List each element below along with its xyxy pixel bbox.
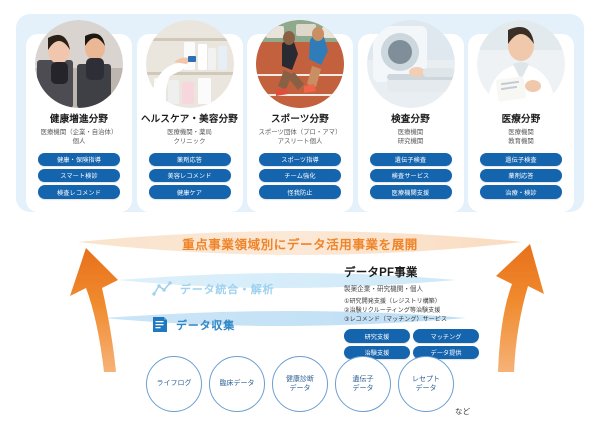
left-upward-arrow xyxy=(70,248,118,372)
patient-entering-ct-scanner-photo xyxy=(366,20,455,108)
card-badge-list: 遺伝子検査 検査サービス 医療機関支援 xyxy=(369,152,452,199)
card-subtitle: 医療機関・薬局 クリニック xyxy=(167,129,212,146)
line-chart-icon xyxy=(152,281,172,296)
business-field-card-list: 健康増進分野 医療機関（企業・自治体） 個人 健康・保険指導 スマート検診 検査… xyxy=(16,14,584,212)
pf-badge-list: 研究支援 マッチング 治験支援 データ提供 xyxy=(344,329,494,360)
business-field-card-health[interactable]: 健康増進分野 医療機関（企業・自治体） 個人 健康・保険指導 スマート検診 検査… xyxy=(26,20,132,212)
card-badge[interactable]: 遺伝子検査 xyxy=(369,152,452,167)
data-source-circle[interactable]: レセプト データ xyxy=(398,356,454,412)
pf-title: データPF事業 xyxy=(344,267,418,279)
data-source-circle-list: ライフログ 臨床データ 健康診断 データ 遺伝子 データ レセプト データ xyxy=(146,356,486,412)
data-source-circle[interactable]: ライフログ xyxy=(146,356,202,412)
layer-label-analyze: データ統合・解析 xyxy=(152,281,274,297)
card-subtitle: スポーツ団体（プロ・アマ） アスリート個人 xyxy=(258,129,342,146)
doctor-in-white-coat-with-clipboard-photo xyxy=(477,20,565,108)
pf-service-item: ②治験リクルーティング等治験支援 xyxy=(344,306,441,314)
card-badge[interactable]: 薬剤応答 xyxy=(480,169,562,183)
hand-reaching-for-supplement-bottle-on-shelf-photo xyxy=(145,20,234,108)
card-badge[interactable]: 健康ケア xyxy=(148,185,231,199)
woman-and-man-on-treadmills-in-gym-photo xyxy=(35,20,123,108)
pf-badge[interactable]: 研究支援 xyxy=(344,329,410,343)
card-badge[interactable]: 医療機関支援 xyxy=(369,185,452,199)
card-badge-list: スポーツ指導 チーム強化 怪我防止 xyxy=(259,152,341,199)
flow-arrows-and-ribbons xyxy=(70,231,544,372)
pf-subtitle: 製薬企業・研究機関・個人 xyxy=(344,286,424,293)
card-badge[interactable]: スマート検診 xyxy=(38,169,120,183)
layer-label-collect-text: データ収集 xyxy=(176,319,235,332)
card-badge[interactable]: 薬剤応答 xyxy=(148,152,231,167)
card-title: 医療分野 xyxy=(501,114,541,125)
layer-label-analyze-text: データ統合・解析 xyxy=(180,284,275,296)
document-list-icon xyxy=(153,317,167,332)
data-source-circle[interactable]: 遺伝子 データ xyxy=(335,356,391,412)
data-pf-business-block: データPF事業 製薬企業・研究機関・個人 ①研究開発支援（レジストリ構築） ②治… xyxy=(344,264,504,360)
right-upward-arrow xyxy=(496,244,544,372)
card-badge[interactable]: 美容レコメンド xyxy=(148,169,231,183)
sprinters-starting-race-on-track-photo xyxy=(256,20,344,108)
emphasis-banner-text: 重点事業領域別にデータ活用事業を展開 xyxy=(182,238,418,252)
card-badge-list: 薬剤応答 美容レコメンド 健康ケア xyxy=(148,152,231,199)
pf-badge[interactable]: データ提供 xyxy=(413,345,479,360)
card-title: 健康増進分野 xyxy=(49,114,109,125)
layer-label-collect: データ収集 xyxy=(152,316,235,333)
card-badge-list: 遺伝子検査 薬剤応答 治療・検診 xyxy=(480,152,562,199)
data-source-circle[interactable]: 臨床データ xyxy=(209,356,265,412)
card-badge[interactable]: 検査レコメンド xyxy=(38,185,120,199)
business-field-card-medical[interactable]: 医療分野 医療機関 教育機関 遺伝子検査 薬剤応答 治療・検診 xyxy=(468,20,574,212)
data-source-circle[interactable]: 健康診断 データ xyxy=(272,356,328,412)
card-subtitle: 医療機関 研究機関 xyxy=(397,129,424,146)
pf-service-item: ①研究開発支援（レジストリ構築） xyxy=(344,298,441,305)
pf-badge[interactable]: 治験支援 xyxy=(344,345,410,360)
card-subtitle: 医療機関（企業・自治体） 個人 xyxy=(40,129,118,146)
pf-service-list: ①研究開発支援（レジストリ構築） ②治験リクルーティング等治験支援 ③レコメンド… xyxy=(344,298,504,324)
card-badge[interactable]: 怪我防止 xyxy=(259,185,341,199)
pf-service-item: ③レコメンド（マッチング）サービス xyxy=(344,315,447,323)
card-badge-list: 健康・保険指導 スマート検診 検査レコメンド xyxy=(38,152,120,199)
card-title: スポーツ分野 xyxy=(270,114,329,125)
card-badge[interactable]: 治療・検診 xyxy=(480,185,562,199)
business-field-card-testing[interactable]: 検査分野 医療機関 研究機関 遺伝子検査 検査サービス 医療機関支援 xyxy=(357,20,464,212)
card-badge[interactable]: 健康・保険指導 xyxy=(38,152,120,167)
card-title: 検査分野 xyxy=(391,114,430,125)
card-badge[interactable]: 検査サービス xyxy=(369,169,452,183)
analyze-ribbon-shape xyxy=(118,273,456,288)
card-title: ヘルスケア・美容分野 xyxy=(140,114,238,125)
business-field-card-healthcare-beauty[interactable]: ヘルスケア・美容分野 医療機関・薬局 クリニック 薬剤応答 美容レコメンド 健康… xyxy=(136,20,243,212)
card-badge[interactable]: チーム強化 xyxy=(259,169,341,183)
collect-ribbon-shape xyxy=(104,311,466,326)
card-subtitle: 医療機関 教育機関 xyxy=(508,129,534,146)
card-badge[interactable]: 遺伝子検査 xyxy=(480,152,562,167)
emphasis-banner-shape xyxy=(78,231,522,255)
business-field-card-sports[interactable]: スポーツ分野 スポーツ団体（プロ・アマ） アスリート個人 スポーツ指導 チーム強… xyxy=(247,20,353,212)
etc-label: など xyxy=(455,407,470,416)
pf-badge[interactable]: マッチング xyxy=(413,329,479,343)
card-badge[interactable]: スポーツ指導 xyxy=(259,152,341,167)
